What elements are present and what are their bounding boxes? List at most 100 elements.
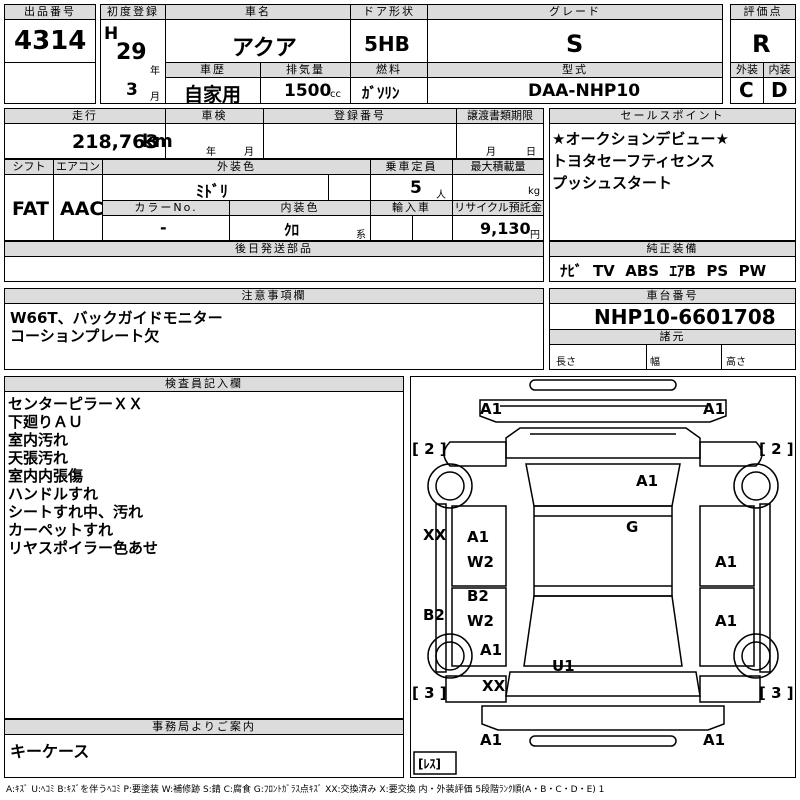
ext-score: C xyxy=(739,78,754,102)
inspector-list: センターピラーＸＸ 下廻りＡＵ 室内汚れ 天張汚れ 室内内張傷 ハンドルすれ シ… xyxy=(8,395,158,557)
disp-label: 排気量 xyxy=(260,62,351,78)
regno-cell xyxy=(263,123,457,159)
tire-front-left: [ 2 ] xyxy=(412,440,447,458)
spec-label: 諸元 xyxy=(549,329,796,345)
inspector-line: カーペットすれ xyxy=(8,521,114,539)
spec-width: 幅 xyxy=(650,357,660,368)
import-sub xyxy=(370,215,413,241)
color-label: 外装色 xyxy=(102,159,371,175)
equipment-cell xyxy=(549,256,796,282)
sales-point-item: トヨタセーフティセンス xyxy=(552,152,715,170)
sales-point-cell xyxy=(549,123,796,241)
sales-point-label: セールスポイント xyxy=(549,108,796,124)
notes-list: W66T、バックガイドモニター コーションプレート欠 xyxy=(10,309,223,345)
later-parts-cell xyxy=(4,256,544,282)
damage-mark: A1 xyxy=(715,612,738,630)
int-cell xyxy=(763,77,796,104)
ac-label: エアコン xyxy=(53,159,103,175)
interior-label: 内装色 xyxy=(229,200,371,216)
inspection-month: 月 xyxy=(244,147,254,158)
reg-label: 初度登録 xyxy=(100,4,166,20)
capacity: 5 xyxy=(410,178,422,198)
reg-month: 3 xyxy=(126,80,138,100)
interior-color: ｸﾛ xyxy=(284,221,300,239)
capacity-label: 乗車定員 xyxy=(370,159,453,175)
history: 自家用 xyxy=(184,84,242,106)
damage-mark: A1 xyxy=(480,400,503,418)
damage-mark: A1 xyxy=(703,731,726,749)
shift: FAT xyxy=(12,198,49,220)
spec-height: 高さ xyxy=(726,357,746,368)
model-label: 型式 xyxy=(427,62,723,78)
inspector-cell xyxy=(4,391,404,719)
mileage-label: 走行 xyxy=(4,108,166,124)
inspection-label: 車検 xyxy=(165,108,264,124)
damage-mark: A1 xyxy=(715,553,738,571)
legend: A:ｷｽﾞ U:ﾍｺﾐ B:ｷｽﾞを伴うﾍｺﾐ P:要塗装 W:補修跡 S:錆 … xyxy=(6,785,605,795)
transfer-label: 譲渡書類期限 xyxy=(456,108,544,124)
inspector-line: 天張汚れ xyxy=(8,449,69,467)
damage-mark: B2 xyxy=(467,587,489,605)
inspector-label: 検査員記入欄 xyxy=(4,376,404,392)
spec-divider xyxy=(646,344,647,370)
damage-mark: G xyxy=(626,518,639,536)
colorno: - xyxy=(160,218,167,237)
grade: S xyxy=(566,30,584,58)
recycle-cell xyxy=(452,215,544,241)
load-label: 最大積載量 xyxy=(452,159,544,175)
recycle-unit: 円 xyxy=(530,230,540,241)
spec-divider xyxy=(721,344,722,370)
disp-unit: cc xyxy=(330,89,341,100)
notes-line: W66T、バックガイドモニター xyxy=(10,309,223,327)
ac: AAC xyxy=(60,198,104,220)
grade-label: グレード xyxy=(427,4,723,20)
spare-tire: [ﾚｽ] xyxy=(418,757,441,771)
damage-mark: W2 xyxy=(467,612,494,630)
reg-era: H xyxy=(104,24,119,44)
fuel-label: 燃料 xyxy=(350,62,428,78)
damage-mark: B2 xyxy=(423,606,445,624)
import-label: 輸入車 xyxy=(370,200,453,216)
transfer-month: 月 xyxy=(486,147,496,158)
equipment: ﾅﾋﾞ TV ABS ｴｱB PS PW xyxy=(560,262,767,280)
notes-line: コーションプレート欠 xyxy=(10,327,160,345)
fuel: ｶﾞｿﾘﾝ xyxy=(362,84,400,102)
inspector-line: センターピラーＸＸ xyxy=(8,395,144,413)
displacement: 1500 xyxy=(284,81,332,101)
score: R xyxy=(752,30,771,58)
door-label: ドア形状 xyxy=(350,4,428,20)
chassis-number: NHP10-6601708 xyxy=(594,305,776,329)
car-name: アクア xyxy=(232,36,297,61)
colorno-label: カラーNo. xyxy=(102,200,230,216)
office-label: 事務局よりご案内 xyxy=(4,719,404,735)
tire-rear-left: [ 3 ] xyxy=(412,684,447,702)
chassis-label: 車台番号 xyxy=(549,288,796,304)
sales-point-item: プッシュスタート xyxy=(552,174,673,192)
notes-label: 注意事項欄 xyxy=(4,288,544,304)
inspection-year: 年 xyxy=(206,147,216,158)
color-cell-extra xyxy=(328,174,371,201)
model-cell xyxy=(427,77,723,104)
inspector-line: シートすれ中、汚れ xyxy=(8,503,144,521)
model: DAA-NHP10 xyxy=(528,81,641,101)
lot-number: 4314 xyxy=(14,26,87,56)
inspector-line: リヤスポイラー色あせ xyxy=(8,539,159,557)
reg-month-unit: 月 xyxy=(150,92,160,103)
office-cell xyxy=(4,734,404,778)
inspector-line: 下廻りＡＵ xyxy=(8,413,84,431)
damage-mark: A1 xyxy=(703,400,726,418)
door-type: 5HB xyxy=(364,32,410,56)
reg-year: 29 xyxy=(116,40,147,65)
sales-point-item: ★オークションデビュー★ xyxy=(552,130,729,148)
damage-mark: W2 xyxy=(467,553,494,571)
interior-cell xyxy=(229,215,371,241)
recycle-fee: 9,130 xyxy=(480,219,531,238)
ext-label: 外装 xyxy=(730,62,764,78)
notes-cell xyxy=(4,303,544,370)
tire-rear-right: [ 3 ] xyxy=(759,684,794,702)
later-parts-label: 後日発送部品 xyxy=(4,241,544,257)
history-label: 車歴 xyxy=(165,62,261,78)
recycle-label: リサイクル預託金 xyxy=(452,200,544,216)
damage-mark: A1 xyxy=(480,641,503,659)
mileage: 218,763 xyxy=(72,131,159,153)
